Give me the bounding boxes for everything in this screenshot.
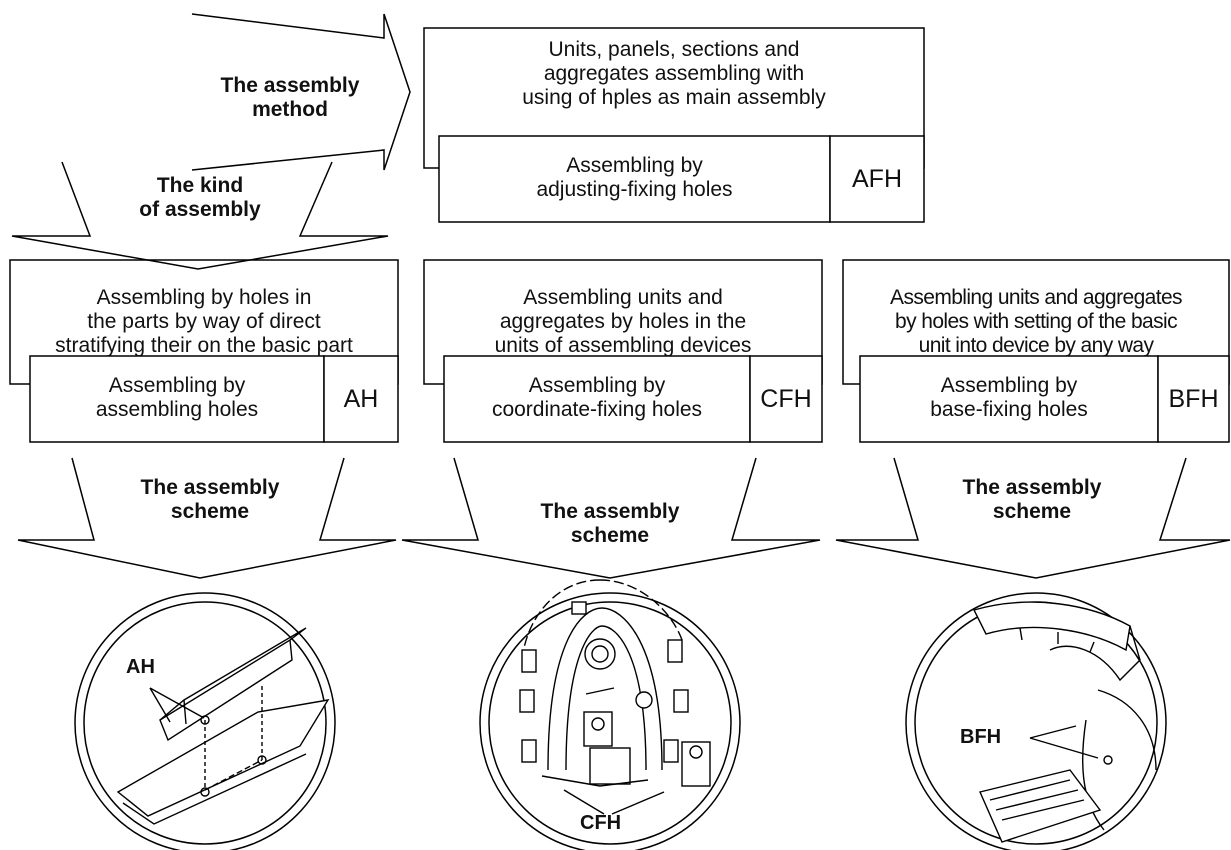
col1-description-line-3: stratifying their on the basic part (55, 334, 353, 357)
col2-scheme-label-line-1: The assembly (540, 500, 680, 523)
col3-scheme-label: The assembly scheme (912, 476, 1152, 524)
method-label: The assembly method (180, 74, 400, 122)
method-abbr: AFH (852, 165, 902, 193)
col2-description-line-1: Assembling units and (523, 286, 723, 309)
method-assembling-line-1: Assembling by (566, 154, 703, 177)
col2-description-line-2: aggregates by holes in the (499, 310, 747, 333)
col1-description: Assembling by holes in the parts by way … (10, 286, 398, 358)
col3-assembling: Assembling by base-fixing holes (860, 374, 1158, 422)
col2-scheme-label: The assembly scheme (490, 500, 730, 548)
col2-scheme-outer-circle (479, 592, 741, 850)
col3-figure-label: BFH (960, 726, 1002, 748)
col2-assembling-box (443, 355, 751, 443)
col1-description-line-1: Assembling by holes in (96, 286, 312, 309)
method-label-line-1: The assembly (220, 74, 360, 97)
col1-scheme-inner-circle (83, 601, 327, 845)
kind-arrow (11, 161, 389, 270)
kind-label-line-2: of assembly (139, 198, 261, 221)
col3-scheme-arrow (835, 457, 1231, 579)
method-abbr-box (829, 135, 925, 223)
col3-description-line-1: Assembling units and aggregates (890, 286, 1183, 309)
col1-abbr-box (323, 355, 399, 443)
col2-description: Assembling units and aggregates by holes… (424, 286, 822, 358)
col3-assembling-line-1: Assembling by (940, 374, 1078, 397)
method-assembling: Assembling by adjusting-fixing holes (439, 154, 830, 202)
col2-scheme-inner-circle (488, 601, 732, 845)
col2-abbr: CFH (760, 385, 812, 413)
col1-abbr: AH (343, 385, 379, 413)
col3-abbr: BFH (1168, 385, 1219, 413)
method-label-line-2: method (252, 98, 328, 121)
col3-scheme-label-line-2: scheme (992, 500, 1072, 523)
method-arrow (191, 13, 411, 171)
col1-assembling-box (29, 355, 325, 443)
method-description-line-2: aggregates assembling with (543, 62, 805, 85)
method-description-line-3: using of hples as main assembly (522, 86, 826, 109)
col1-assembling: Assembling by assembling holes (30, 374, 324, 422)
col1-assembling-line-2: assembling holes (95, 398, 259, 421)
col2-scheme-drawing (519, 579, 711, 815)
col1-scheme-label-line-2: scheme (170, 500, 250, 523)
col3-scheme-drawing (972, 601, 1157, 843)
col2-assembling: Assembling by coordinate-fixing holes (444, 374, 750, 422)
col3-description-line-2: by holes with setting of the basic (895, 310, 1178, 333)
col1-scheme-label: The assembly scheme (90, 476, 330, 524)
col3-scheme-outer-circle (905, 592, 1167, 850)
col2-description-line-3: units of assembling devices (494, 334, 752, 357)
method-description-line-1: Units, panels, sections and (548, 38, 800, 61)
method-assembling-line-2: adjusting-fixing holes (536, 178, 733, 201)
col3-description: Assembling units and aggregates by holes… (843, 286, 1229, 358)
col1-scheme-drawing (116, 627, 330, 825)
kind-label: The kind of assembly (100, 174, 300, 222)
col3-abbr-box (1157, 355, 1230, 443)
col2-scheme-label-line-2: scheme (570, 524, 650, 547)
col1-scheme-outer-circle (74, 592, 336, 850)
kind-label-line-1: The kind (156, 174, 244, 197)
col1-scheme-label-line-1: The assembly (140, 476, 280, 499)
col1-assembling-line-1: Assembling by (108, 374, 246, 397)
col1-description-line-2: the parts by way of direct (87, 310, 321, 333)
col2-abbr-box (749, 355, 823, 443)
col1-figure-label: AH (126, 656, 155, 678)
col3-scheme-label-line-1: The assembly (962, 476, 1102, 499)
method-assembling-box (438, 135, 831, 223)
col2-figure-label: CFH (580, 812, 622, 834)
col2-assembling-line-2: coordinate-fixing holes (491, 398, 703, 421)
col3-description-line-3: unit into device by any way (918, 334, 1154, 357)
col1-scheme-arrow (17, 457, 397, 579)
method-description: Units, panels, sections and aggregates a… (424, 38, 924, 110)
col2-scheme-arrow (401, 457, 821, 579)
col3-assembling-line-2: base-fixing holes (930, 398, 1088, 421)
col2-assembling-line-1: Assembling by (528, 374, 666, 397)
